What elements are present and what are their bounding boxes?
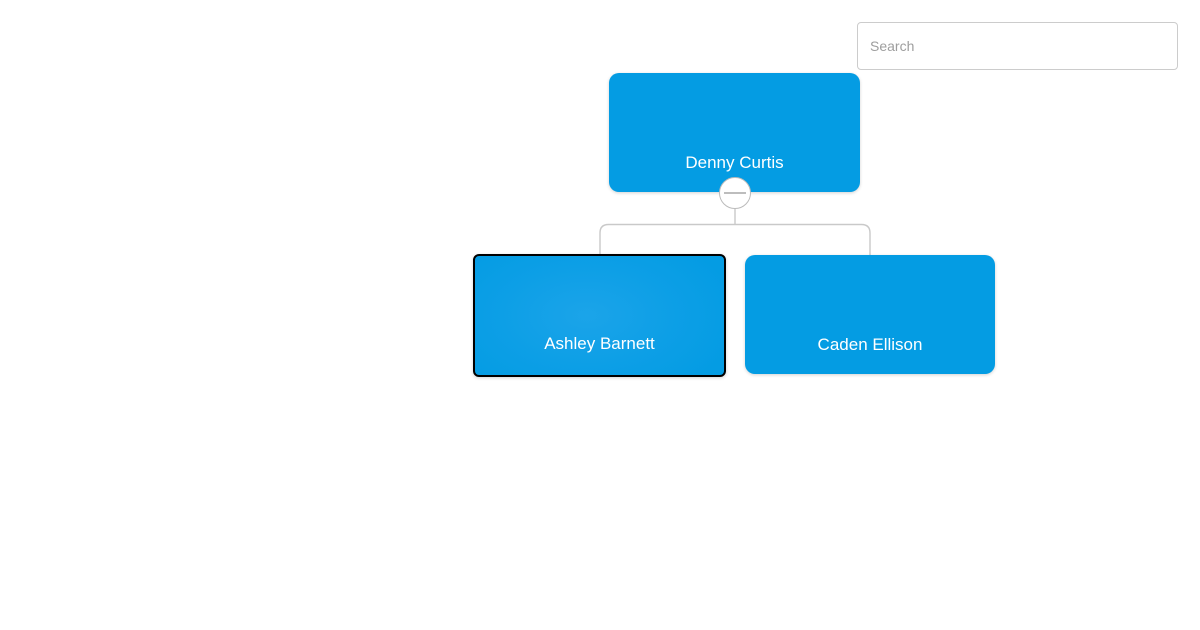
org-node-denny-curtis[interactable]: Denny Curtis	[609, 73, 860, 192]
node-name-label: Caden Ellison	[817, 335, 923, 354]
org-node-ashley-barnett[interactable]: Ashley Barnett	[473, 254, 726, 377]
collapse-toggle[interactable]	[719, 177, 751, 209]
node-name-label: Denny Curtis	[685, 153, 784, 172]
minus-icon	[724, 192, 746, 194]
org-node-caden-ellison[interactable]: Caden Ellison	[745, 255, 995, 374]
node-name-label: Ashley Barnett	[544, 334, 655, 353]
search-input[interactable]	[857, 22, 1178, 70]
